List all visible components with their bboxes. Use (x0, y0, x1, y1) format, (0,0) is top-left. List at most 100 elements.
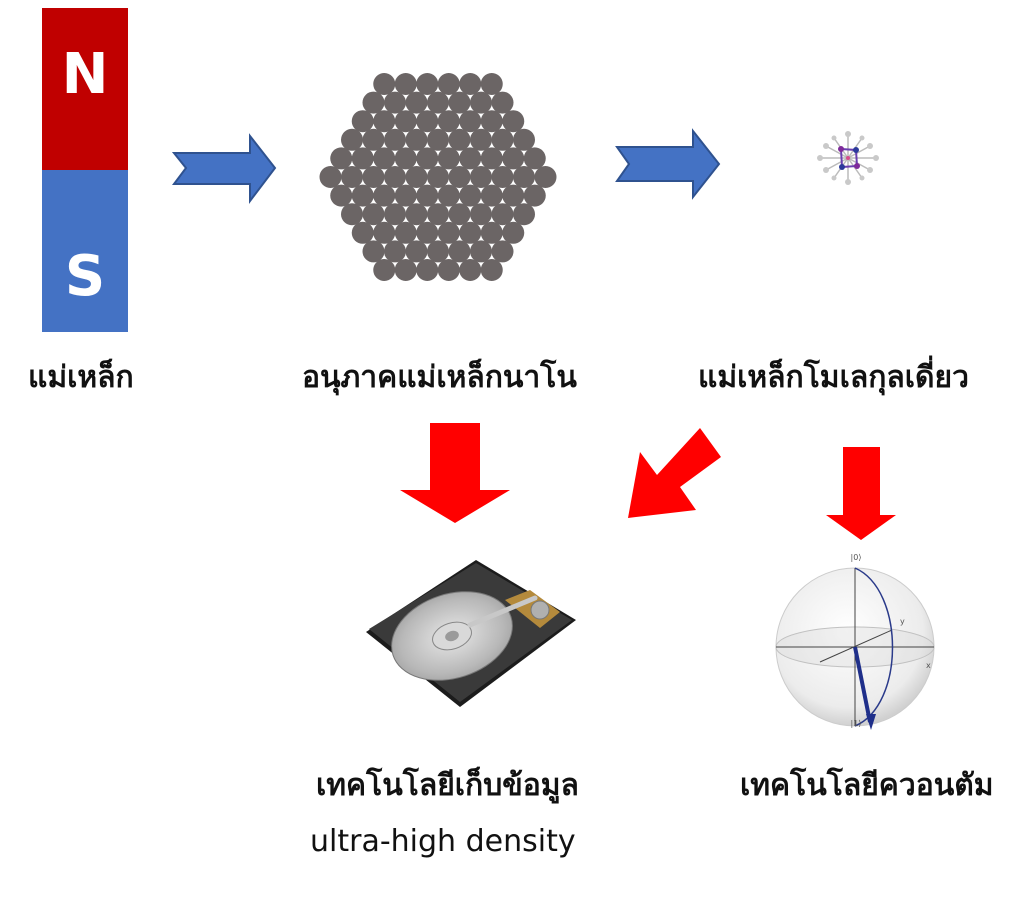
nanoparticle (416, 110, 439, 133)
nanoparticle (448, 240, 471, 263)
nanoparticle (373, 147, 396, 170)
nanoparticle (459, 110, 482, 133)
nanoparticle (427, 203, 449, 226)
nanoparticle (448, 203, 471, 226)
nanoparticle (470, 91, 492, 114)
bar-magnet: N S (42, 8, 128, 332)
nanoparticle (384, 91, 406, 114)
nanoparticle (448, 128, 471, 151)
nanoparticle (513, 166, 535, 188)
nanoparticle (480, 73, 503, 95)
nanoparticle-cluster-icon (319, 73, 557, 281)
nanoparticle (362, 203, 385, 226)
label-data-storage-sub: ultra-high density (310, 824, 576, 859)
nanoparticle (362, 91, 385, 114)
nanoparticle (459, 221, 482, 244)
nanoparticle (416, 221, 439, 244)
label-magnet: แม่เหล็ก (28, 360, 134, 395)
nanoparticle (523, 147, 546, 170)
nanoparticle (373, 73, 396, 95)
nanoparticle (437, 73, 460, 95)
magnet-south-letter: S (65, 244, 105, 309)
nanoparticle (502, 147, 525, 170)
nanoparticle (448, 91, 471, 114)
nanoparticle (470, 128, 492, 151)
nanoparticle (427, 91, 449, 114)
nanoparticle (502, 184, 525, 207)
nanoparticle (384, 203, 406, 226)
nanoparticle (341, 166, 363, 188)
blue-arrow-1 (171, 133, 277, 204)
nanoparticle (362, 128, 385, 151)
nanoparticle (351, 184, 374, 207)
nanoparticle (405, 240, 428, 263)
bloch-y-label: y (900, 617, 905, 626)
nanoparticle (416, 259, 439, 281)
nanoparticle (416, 184, 439, 207)
nanoparticle (470, 166, 492, 188)
nanoparticle (373, 221, 396, 244)
nanoparticle (351, 147, 374, 170)
nanoparticle (330, 147, 353, 170)
nanoparticle (480, 259, 503, 281)
nanoparticle (480, 221, 503, 244)
nanoparticle (373, 259, 396, 281)
magnet-north-pole (42, 8, 128, 170)
nanoparticle (459, 73, 482, 95)
nanoparticle (480, 110, 503, 133)
nanoparticle (394, 73, 417, 95)
nanoparticle (362, 166, 385, 188)
nanoparticle (341, 128, 363, 151)
nanoparticle (405, 128, 428, 151)
nanoparticle (330, 184, 353, 207)
hard-drive-icon (366, 560, 576, 707)
nanoparticle (437, 147, 460, 170)
nanoparticle (319, 166, 342, 188)
nanoparticle (448, 166, 471, 188)
nanoparticle (523, 184, 546, 207)
nanoparticle (405, 166, 428, 188)
label-nanoparticle: อนุภาคแม่เหล็กนาโน (302, 360, 577, 395)
nanoparticle (459, 184, 482, 207)
nanoparticle (394, 147, 417, 170)
nanoparticle (373, 110, 396, 133)
nanoparticle (405, 91, 428, 114)
blue-arrow-2 (615, 128, 721, 200)
nanoparticle (491, 128, 514, 151)
nanoparticle (459, 147, 482, 170)
nanoparticle (384, 166, 406, 188)
molecule-icon (817, 131, 879, 185)
label-single-molecule: แม่เหล็กโมเลกุลเดี่ยว (698, 360, 969, 395)
nanoparticle (534, 166, 557, 188)
nanoparticle (394, 259, 417, 281)
nanoparticle (427, 240, 449, 263)
bloch-x-label: x (926, 661, 931, 670)
nanoparticle (394, 184, 417, 207)
nanoparticle (491, 91, 514, 114)
nanoparticle (470, 203, 492, 226)
nanoparticle (405, 203, 428, 226)
nanoparticle (351, 221, 374, 244)
nanoparticle (437, 259, 460, 281)
magnet-south-pole (42, 170, 128, 332)
bloch-sphere-icon: |0⟩ |1⟩ y x (775, 553, 935, 730)
nanoparticle (437, 184, 460, 207)
nanoparticle (491, 240, 514, 263)
nanoparticle (513, 128, 535, 151)
nanoparticle (470, 240, 492, 263)
nanoparticle (394, 110, 417, 133)
nanoparticle (394, 221, 417, 244)
nanoparticle (384, 128, 406, 151)
nanoparticle (384, 240, 406, 263)
nanoparticle (502, 110, 525, 133)
bloch-top-label: |0⟩ (851, 553, 862, 562)
red-arrow-down-left (400, 423, 510, 523)
nanoparticle (491, 203, 514, 226)
bloch-bottom-label: |1⟩ (851, 719, 862, 728)
nanoparticle (480, 184, 503, 207)
nanoparticle (416, 73, 439, 95)
nanoparticle (437, 110, 460, 133)
nanoparticle (416, 147, 439, 170)
nanoparticle (373, 184, 396, 207)
